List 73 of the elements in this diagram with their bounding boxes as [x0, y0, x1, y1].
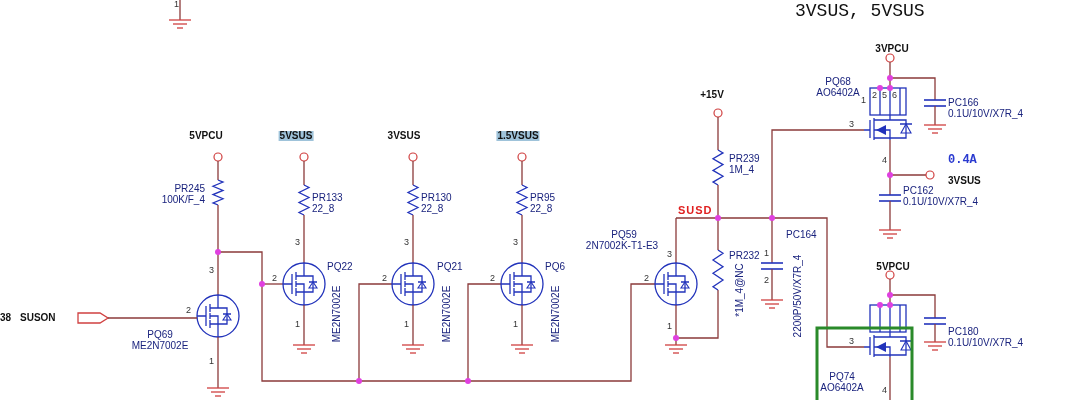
part-label: PR245	[174, 184, 205, 194]
pin-number: 1	[861, 96, 866, 105]
pin-number: 1	[209, 357, 214, 366]
pin-number: 2	[382, 274, 387, 283]
value-label: 22_8	[312, 204, 335, 214]
rail-label: 5VPCU	[876, 262, 910, 272]
pin-number: 3	[404, 238, 409, 247]
pin-number: 1	[404, 320, 409, 329]
part-label: PC180	[948, 327, 979, 337]
pin-number: 2	[490, 274, 495, 283]
part-label: PQ74	[829, 372, 855, 382]
part-label: PR130	[421, 193, 452, 203]
value-label: 0.1U/10V/X7R_4	[948, 338, 1024, 348]
pin-number: 3	[849, 120, 854, 129]
pin-number: 1	[667, 322, 672, 331]
value-label: ME2N7002E	[442, 285, 452, 343]
pin-number: 4	[882, 156, 887, 165]
rail-label: 5VPCU	[189, 131, 223, 141]
part-label: PR239	[729, 154, 760, 164]
pin-number: 1	[764, 249, 769, 258]
net-label: SUSD	[678, 205, 713, 216]
value-label: 1M_4	[729, 165, 754, 175]
value-label: 2200P/50V/X7R_4	[793, 254, 803, 338]
title: 3VSUS, 5VSUS	[795, 2, 925, 20]
value-label: AO6402A	[816, 88, 860, 98]
rail-label: 5VSUS	[278, 131, 314, 141]
part-label: PR232	[729, 251, 760, 261]
part-label: PR95	[530, 193, 555, 203]
value-label: 2N7002K-T1-E3	[585, 241, 659, 251]
current-label: 0.4A	[948, 154, 977, 166]
part-label: PC164	[786, 230, 817, 240]
value-label: ME2N7002E	[131, 341, 189, 351]
pin-number: 2	[272, 274, 277, 283]
rail-label: 3VSUS	[387, 131, 421, 141]
part-label: PC162	[903, 186, 934, 196]
pin-number: 2	[872, 91, 877, 100]
pin-number: 3	[295, 238, 300, 247]
value-label: ME2N7002E	[332, 285, 342, 343]
value-label: ME2N7002E	[551, 285, 561, 343]
rail-label: 3VSUS	[948, 176, 981, 186]
pin-number: 2	[764, 276, 769, 285]
value-label: AO6402A	[820, 383, 864, 393]
pin-number: 1	[295, 320, 300, 329]
part-label: PQ6	[545, 262, 565, 272]
pin-number: 3	[209, 266, 214, 275]
part-label: PQ59	[611, 230, 637, 240]
rail-label: 1.5VSUS	[496, 131, 540, 141]
value-label: 22_8	[421, 204, 444, 214]
part-label: PC166	[948, 98, 979, 108]
part-label: PQ69	[147, 330, 173, 340]
value-label: 0.1U/10V/X7R_4	[903, 197, 979, 207]
value-label: 0.1U/10V/X7R_4	[948, 109, 1024, 119]
value-label: 100K/F_4	[161, 195, 205, 205]
pin-number: 1	[513, 320, 518, 329]
signal-label: 38	[0, 313, 12, 323]
pin-number: 6	[892, 91, 897, 100]
rail-label: +15V	[700, 90, 724, 100]
value-label: 22_8	[530, 204, 553, 214]
part-label: PQ21	[437, 262, 463, 272]
pin-number: 5	[882, 91, 887, 100]
pin-number: 2	[186, 306, 191, 315]
pin-number: 1	[174, 0, 179, 9]
rail-label: 3VPCU	[875, 44, 909, 54]
part-label: PQ22	[327, 262, 353, 272]
pin-number: 4	[882, 386, 887, 395]
signal-label: SUSON	[20, 313, 56, 323]
part-label: PQ68	[825, 77, 851, 87]
pin-number: 3	[667, 250, 672, 259]
part-label: PR133	[312, 193, 343, 203]
value-label: *1M_4@NC	[735, 263, 745, 317]
pin-number: 3	[513, 238, 518, 247]
pin-number: 3	[849, 337, 854, 346]
pin-number: 2	[644, 274, 649, 283]
